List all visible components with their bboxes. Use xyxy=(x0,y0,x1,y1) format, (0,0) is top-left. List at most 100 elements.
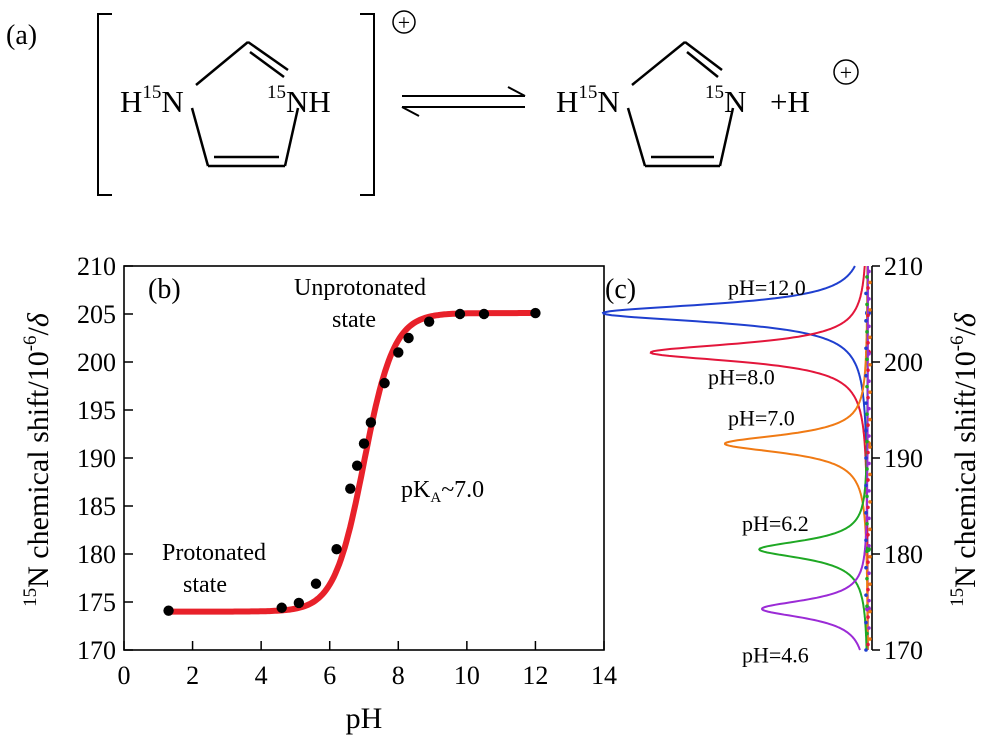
x-tick-label: 12 xyxy=(522,661,548,690)
baseline-noise-dot xyxy=(868,417,872,422)
spectrum-line xyxy=(723,266,869,650)
panel-b-fit-curve xyxy=(165,310,539,615)
baseline-noise-dot xyxy=(866,423,870,427)
baseline-noise-dot xyxy=(868,637,872,641)
baseline-noise-dot xyxy=(865,275,869,279)
baseline-noise-dot xyxy=(868,362,872,367)
baseline-noise-dot xyxy=(864,620,868,625)
x-tick-label: 6 xyxy=(323,661,336,690)
baseline-noise-dot xyxy=(866,560,870,565)
y-tick-label: 170 xyxy=(884,636,923,665)
baseline-noise-dot xyxy=(866,450,870,455)
baseline-noise-dot xyxy=(867,434,871,438)
x-tick-label: 8 xyxy=(392,661,405,690)
baseline-noise-dot xyxy=(864,428,868,433)
baseline-noise-dot xyxy=(864,291,868,296)
protonated-state-annotation: Protonated state xyxy=(162,540,272,598)
series-label: pH=12.0 xyxy=(728,275,806,300)
baseline-noise-dot xyxy=(868,390,872,394)
baseline-noise-dot xyxy=(865,302,869,307)
series-label: pH=6.2 xyxy=(742,511,809,536)
left-bracket-close xyxy=(360,13,375,196)
baseline-noise-dot xyxy=(868,609,872,614)
baseline-noise-dot xyxy=(864,511,868,515)
data-point xyxy=(163,605,174,616)
x-tick-label: 2 xyxy=(186,661,199,690)
baseline-noise-dot xyxy=(866,587,870,592)
baseline-noise-dot xyxy=(868,445,872,449)
imidazole-n3-label: 15N xyxy=(705,82,746,119)
baseline-noise-dot xyxy=(866,642,870,647)
equilibrium-arrows-icon xyxy=(401,86,526,117)
data-point xyxy=(393,347,404,358)
x-tick-label: 10 xyxy=(454,661,480,690)
baseline-noise-dot xyxy=(867,461,871,466)
baseline-noise-dot xyxy=(865,576,869,581)
fit-curve-line xyxy=(165,310,539,615)
baseline-noise-dot xyxy=(866,368,870,373)
spectrum-line xyxy=(601,265,869,650)
y-tick-label: 190 xyxy=(77,444,116,473)
panel-c-series-labels: pH=12.0pH=8.0pH=7.0pH=6.2pH=4.6 xyxy=(708,275,809,668)
data-point xyxy=(331,544,342,555)
baseline-noise-dot xyxy=(867,626,871,630)
panel-c-label: (c) xyxy=(605,274,636,305)
panel-b-label: (b) xyxy=(148,274,181,305)
baseline-noise-dot xyxy=(868,308,872,312)
imidazole-n1-label: H15N xyxy=(556,82,620,119)
y-tick-label: 175 xyxy=(77,588,116,617)
baseline-noise-dot xyxy=(865,330,869,334)
y-tick-label: 185 xyxy=(77,492,116,521)
baseline-noise-dot xyxy=(865,439,869,444)
panel-b-x-axis-label: pH xyxy=(346,702,383,735)
baseline-noise-dot xyxy=(864,648,868,652)
data-point xyxy=(293,597,305,609)
baseline-noise-dot xyxy=(868,527,872,532)
baseline-noise-dot xyxy=(867,406,871,411)
x-tick-label: 0 xyxy=(118,661,131,690)
baseline-noise-dot xyxy=(865,494,869,499)
positive-charge-icon: + xyxy=(392,10,416,35)
baseline-noise-dot xyxy=(864,373,868,378)
left-bracket-open xyxy=(97,13,112,196)
baseline-noise-dot xyxy=(867,269,871,274)
baseline-noise-dot xyxy=(867,324,871,329)
imidazolium-n1-label: H15N xyxy=(120,82,184,119)
y-tick-label: 210 xyxy=(77,252,116,281)
x-tick-label: 4 xyxy=(255,661,268,690)
baseline-noise-dot xyxy=(867,598,871,603)
baseline-noise-dot xyxy=(868,554,872,559)
proton-charge-icon: + xyxy=(833,59,859,85)
baseline-noise-dot xyxy=(867,571,871,575)
baseline-noise-dot xyxy=(867,543,871,548)
series-label: pH=8.0 xyxy=(708,364,775,389)
data-point xyxy=(365,417,377,428)
baseline-noise-dot xyxy=(868,582,872,586)
series-label: pH=7.0 xyxy=(728,406,795,431)
baseline-noise-dot xyxy=(867,351,871,356)
baseline-noise-dot xyxy=(865,522,869,526)
baseline-noise-dot xyxy=(867,297,871,301)
baseline-noise-dot xyxy=(868,335,872,340)
y-tick-label: 170 xyxy=(77,636,116,665)
panel-b-y-axis-label: 15N chemical shift/10-6/δ xyxy=(20,312,55,607)
panel-c-spectra xyxy=(601,265,872,652)
data-point xyxy=(358,438,370,449)
baseline-noise-dot xyxy=(868,280,872,285)
baseline-noise-dot xyxy=(866,615,870,619)
baseline-noise-dot xyxy=(864,538,868,543)
svg-text:+: + xyxy=(398,10,410,35)
baseline-noise-dot xyxy=(866,313,870,318)
baseline-noise-dot xyxy=(864,319,868,323)
imidazolium-ring xyxy=(190,40,300,168)
baseline-noise-dot xyxy=(866,341,870,345)
x-tick-label: 14 xyxy=(591,661,617,690)
y-tick-label: 195 xyxy=(77,396,116,425)
panel-c-y-axis-label: 15N chemical shift/10-6/δ xyxy=(947,312,982,607)
baseline-noise-dot xyxy=(865,631,869,636)
baseline-noise-dot xyxy=(865,604,869,608)
panel-a: (a) H15N 15NH + xyxy=(6,10,859,196)
baseline-noise-dot xyxy=(864,565,868,570)
